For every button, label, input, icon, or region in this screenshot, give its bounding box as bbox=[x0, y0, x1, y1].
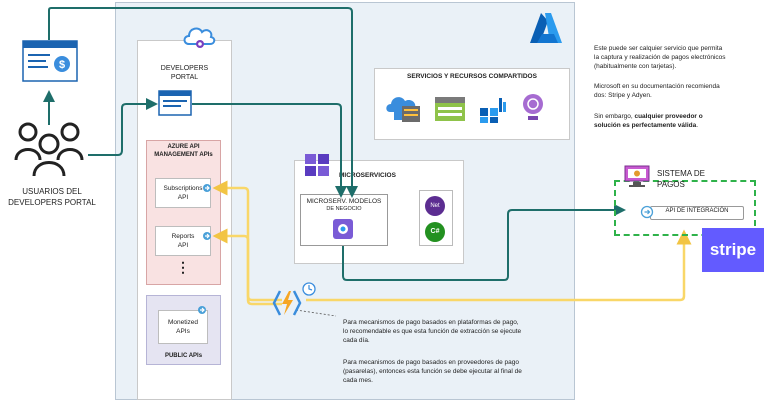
reports-api-line1: Reports bbox=[171, 233, 195, 240]
portal-window-to-service-line bbox=[192, 103, 347, 198]
info-p1-l1: Este puede ser calquier servicio que per… bbox=[594, 45, 723, 52]
apim-box bbox=[146, 140, 221, 285]
integration-api-label: API DE INTEGRACIÓN bbox=[665, 208, 729, 214]
function-note-a3: cada día. bbox=[343, 337, 370, 344]
monetized-apis-line2: APIs bbox=[176, 328, 190, 335]
info-p3-pre: Sin embargo, bbox=[594, 113, 635, 120]
subscriptions-api-line2: API bbox=[177, 194, 189, 201]
payment-title-line2: PAGOS bbox=[657, 180, 685, 189]
info-p2-l2: dos: Stripe y Adyen. bbox=[594, 92, 652, 99]
portal-label-line2: PORTAL bbox=[170, 74, 199, 81]
monetized-apis-card[interactable]: Monetized APIs bbox=[158, 310, 208, 344]
azure-function-icon bbox=[272, 290, 302, 316]
api-badge-icon bbox=[203, 232, 211, 240]
dotnet-icon: Net bbox=[425, 196, 445, 216]
timer-clock-icon bbox=[302, 282, 316, 296]
info-p3-l2: solución es perfectamente válida. bbox=[594, 121, 698, 130]
info-p3-bold1: cualquier proveedor o bbox=[634, 113, 703, 120]
apim-title-line1: AZURE API bbox=[167, 144, 200, 150]
function-note-b1: Para mecanismos de pago basados en prove… bbox=[343, 359, 519, 366]
info-p3-bold2: solución es perfectamente válida bbox=[594, 122, 697, 129]
note-connector bbox=[295, 309, 337, 317]
function-note-a1: Para mecanismos de pago basados en plata… bbox=[343, 319, 519, 326]
api-badge-icon bbox=[203, 184, 211, 192]
cloud-icon bbox=[183, 27, 216, 48]
business-model-line2: DE NEGOCIO bbox=[326, 206, 362, 212]
app-insights-bulb-icon bbox=[523, 94, 543, 120]
payment-title-line1: SISTEMA DE bbox=[657, 169, 706, 178]
function-note-a2: lo recomendable es que esta función de e… bbox=[343, 328, 522, 335]
subscriptions-api-line1: Subscriptions bbox=[163, 185, 203, 192]
api-badge-icon bbox=[640, 205, 654, 219]
api-badge-icon bbox=[198, 306, 206, 314]
storage-account-icon bbox=[435, 97, 465, 121]
integration-api-button[interactable]: API DE INTEGRACIÓN bbox=[650, 206, 744, 220]
more-apis-ellipsis: ⋮ bbox=[176, 259, 190, 275]
stripe-logo: stripe bbox=[702, 228, 764, 272]
users-to-portal-line bbox=[88, 98, 158, 156]
function-note-b2: (pasarelas), entonces esta función se de… bbox=[343, 368, 522, 375]
function-note-b3: cada mes. bbox=[343, 377, 373, 384]
portal-label-line1: DEVELOPERS bbox=[160, 65, 209, 72]
storage-cloud-icon bbox=[386, 97, 420, 122]
monitor-insights-icon bbox=[480, 98, 506, 123]
kubernetes-cluster-icon bbox=[305, 154, 329, 176]
portal-window-icon bbox=[158, 90, 192, 116]
shared-services-title: SERVICIOS Y RECURSOS COMPARTIDOS bbox=[407, 73, 537, 80]
azure-logo-icon bbox=[530, 13, 562, 43]
reports-api-line2: API bbox=[177, 242, 189, 249]
microservices-title: MICROSERVICIOS bbox=[339, 172, 396, 179]
info-p1-l2: la captura y realización de pagos electr… bbox=[594, 54, 726, 61]
apim-title-line2: MANAGEMENT APIs bbox=[154, 152, 213, 158]
subscriptions-api-card[interactable]: Subscriptions API bbox=[155, 178, 211, 208]
users-label-line1: USUARIOS DEL bbox=[22, 187, 82, 196]
svg-text:$: $ bbox=[59, 59, 65, 71]
users-label-line2: DEVELOPERS PORTAL bbox=[8, 198, 96, 207]
portal-to-microservice-line bbox=[48, 7, 358, 198]
business-model-line1: MICROSERV. MODELOS bbox=[306, 198, 382, 205]
browser-payment-icon: $ bbox=[22, 40, 78, 82]
service-pod-icon bbox=[333, 219, 353, 239]
info-p2-l1: Microsoft en su documentación recomienda bbox=[594, 83, 720, 90]
info-p1-l3: (habitualmente con tarjetas). bbox=[594, 63, 677, 70]
function-to-reports-line bbox=[212, 228, 282, 306]
info-p3-l1: Sin embargo, cualquier proveedor o bbox=[594, 112, 703, 121]
monetized-apis-line1: Monetized bbox=[168, 319, 198, 326]
info-p3-post: . bbox=[696, 122, 699, 129]
public-apis-footer: PUBLIC APIs bbox=[164, 353, 203, 359]
users-group-icon bbox=[14, 122, 84, 177]
payment-system-box bbox=[614, 180, 756, 236]
function-to-integration-line bbox=[306, 229, 692, 302]
reports-api-card[interactable]: Reports API bbox=[155, 226, 211, 256]
service-to-payments-line bbox=[342, 204, 626, 281]
payment-terminal-icon bbox=[624, 165, 650, 187]
csharp-icon: C# bbox=[425, 222, 445, 242]
